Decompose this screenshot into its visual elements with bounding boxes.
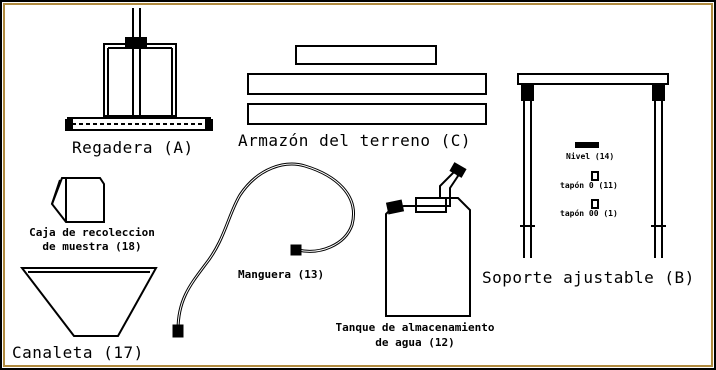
inner-border — [3, 3, 713, 367]
tapon0-label: tapón 0 (11) — [560, 181, 618, 190]
soporte-drawing — [517, 73, 669, 258]
soporte-label: Soporte ajustable (B) — [482, 268, 695, 287]
regadera-label: Regadera (A) — [72, 138, 194, 157]
nivel-label: Nivel (14) — [566, 152, 615, 161]
canaleta-label: Canaleta (17) — [12, 343, 144, 362]
tanque-label-line2: de agua (12) — [375, 336, 455, 349]
tapon00-label: tapón 00 (1) — [560, 209, 618, 218]
armazon-label: Armazón del terreno (C) — [238, 131, 472, 150]
regadera-drawing — [65, 8, 213, 131]
canaleta-drawing — [19, 267, 158, 337]
manguera-drawing — [172, 162, 355, 338]
armazon-drawing — [247, 45, 487, 125]
caja-label-line1: Caja de recoleccion — [29, 226, 155, 239]
caja-drawing — [50, 177, 105, 223]
tanque-drawing — [385, 162, 471, 317]
tanque-label-line1: Tanque de almacenamiento — [335, 321, 495, 334]
caja-label-line2: de muestra (18) — [42, 240, 142, 253]
manguera-label: Manguera (13) — [238, 268, 325, 281]
